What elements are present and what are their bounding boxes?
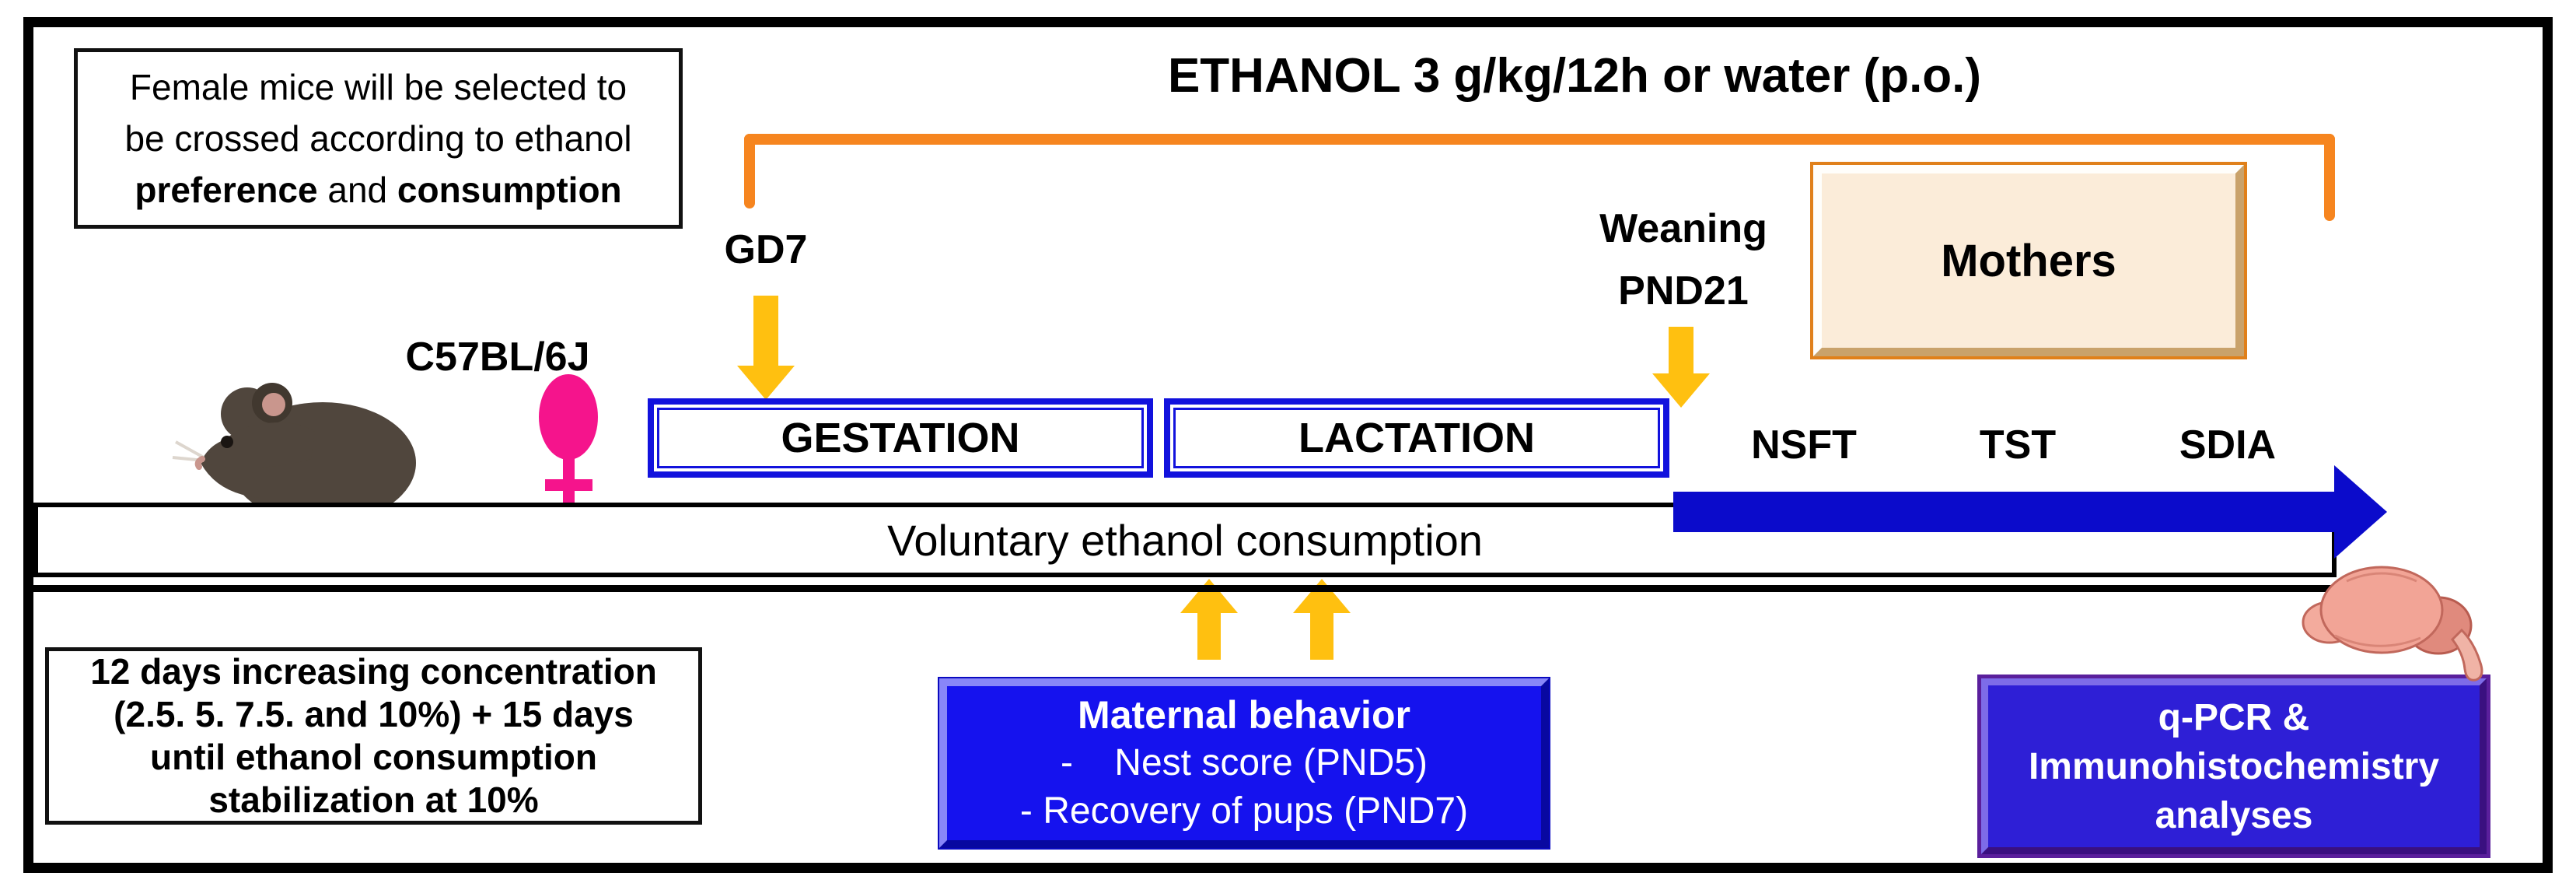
voluntary-box-shadow [28,585,2344,592]
mothers-box: Mothers [1813,165,2244,356]
qpcr-line1: q-PCR & [2158,696,2310,738]
maternal-up-arrow1-head-icon [1180,579,1238,613]
maternal-behavior-box: Maternal behavior - Nest score (PND5) - … [939,678,1549,848]
concentration-line1: 12 days increasing concentration [90,651,657,692]
maternal-title: Maternal behavior [1078,693,1410,737]
mothers-label: Mothers [1941,235,2116,286]
maternal-up-arrow2-icon [1310,611,1333,660]
gd7-down-arrow-icon [753,296,778,367]
timeline-arrow-head-icon [2334,465,2387,559]
qpcr-line2: Immunohistochemistry [2028,745,2440,787]
weaning-label: Weaning PND21 [1555,196,1812,324]
voluntary-consumption-label: Voluntary ethanol consumption [887,515,1483,565]
concentration-note-box: 12 days increasing concentration (2.5. 5… [45,647,702,825]
orange-bracket-left-leg [744,134,755,208]
tst-label: TST [1979,422,2057,468]
concentration-line4: stabilization at 10% [208,780,539,820]
figure-title: ETHANOL 3 g/kg/12h or water (p.o.) [1167,48,1982,103]
gestation-label: GESTATION [781,415,1020,461]
maternal-up-arrow1-icon [1197,611,1221,660]
orange-bracket-bar [744,134,2335,145]
qpcr-analyses-box: q-PCR & Immunohistochemistry analyses [1981,678,2487,854]
maternal-bullet-nest-score: - Nest score (PND5) [1060,742,1428,783]
orange-bracket-right-leg [2324,134,2335,221]
nsft-label: NSFT [1751,422,1857,468]
gd7-down-arrow-head-icon [737,366,795,400]
qpcr-line3: analyses [2155,794,2313,836]
sdia-label: SDIA [2179,422,2277,468]
figure-border [23,17,2553,873]
female-symbol-icon [539,374,598,516]
concentration-line2: (2.5. 5. 7.5. and 10%) + 15 days [114,694,634,734]
weaning-line1: Weaning [1599,206,1767,251]
lactation-box: LACTATION [1164,398,1669,478]
timeline-arrow-shaft-icon [1673,492,2334,532]
weaning-down-arrow-icon [1669,327,1693,375]
maternal-bullet-recovery: - Recovery of pups (PND7) [1019,790,1469,832]
lactation-label: LACTATION [1298,415,1535,461]
gd7-label: GD7 [724,227,808,272]
selection-note-box: Female mice will be selected to be cross… [74,48,683,229]
selection-note-line3: preference and consumption [135,164,621,215]
selection-note-bold-preference: preference [135,170,318,210]
strain-label: C57BL/6J [405,335,590,380]
gestation-box: GESTATION [648,398,1153,478]
concentration-line3: until ethanol consumption [150,737,597,777]
selection-note-and: and [317,170,397,210]
selection-note-bold-consumption: consumption [397,170,622,210]
selection-note-line1: Female mice will be selected to [129,67,627,107]
brain-icon [2302,566,2483,682]
weaning-line2: PND21 [1618,268,1749,314]
selection-note-line2: be crossed according to ethanol [124,118,632,159]
maternal-up-arrow2-head-icon [1293,579,1351,613]
